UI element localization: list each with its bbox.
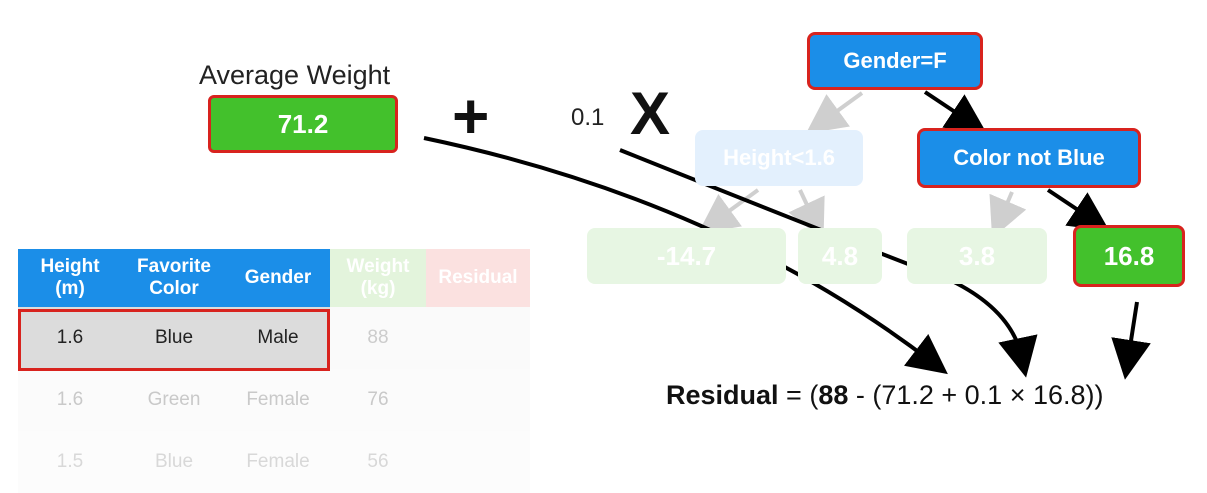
cell-weight: 56 bbox=[330, 431, 426, 493]
cell-height: 1.6 bbox=[18, 369, 122, 431]
tree-right-node: Color not Blue bbox=[917, 128, 1141, 188]
cell-height: 1.5 bbox=[18, 431, 122, 493]
learning-rate: 0.1 bbox=[571, 104, 605, 131]
formula-observed: 88 bbox=[818, 380, 849, 410]
arrow-layer bbox=[423, 90, 1151, 380]
cell-gender: Female bbox=[226, 369, 330, 431]
tree-left-node: Height<1.6 bbox=[695, 130, 863, 186]
plus-sign: + bbox=[452, 80, 490, 152]
table-row: 1.6 Green Female 76 bbox=[18, 369, 530, 431]
cell-weight: 76 bbox=[330, 369, 426, 431]
table-row: 1.6 Blue Male 88 bbox=[18, 307, 530, 369]
tree-leaf-2: 4.8 bbox=[798, 228, 882, 284]
edge-right-l3 bbox=[989, 191, 1027, 239]
cell-gender: Female bbox=[226, 431, 330, 493]
cell-residual bbox=[426, 369, 530, 431]
cell-residual bbox=[426, 307, 530, 369]
highlighted-row-outline bbox=[18, 309, 330, 371]
formula-eq: = ( bbox=[778, 380, 819, 410]
arrow-avg-to-formula bbox=[423, 136, 948, 375]
cell-color: Green bbox=[122, 369, 226, 431]
tree-leaf-3: 3.8 bbox=[907, 228, 1047, 284]
cell-residual bbox=[426, 431, 530, 493]
cell-weight: 88 bbox=[330, 307, 426, 369]
header-weight: Weight(kg) bbox=[330, 249, 426, 307]
edge-root-left bbox=[805, 91, 864, 134]
tree-leaf-4: 16.8 bbox=[1073, 225, 1185, 287]
header-residual: Residual bbox=[426, 249, 530, 307]
times-sign: X bbox=[630, 80, 671, 147]
edge-right-l4 bbox=[1046, 188, 1110, 232]
edge-left-l1 bbox=[697, 188, 760, 234]
table-row: 1.5 Blue Female 56 bbox=[18, 431, 530, 493]
tree-leaf-1: -14.7 bbox=[587, 228, 786, 284]
tree-root-node: Gender=F bbox=[807, 32, 983, 90]
formula-rest: - (71.2 + 0.1 × 16.8)) bbox=[848, 380, 1104, 410]
edge-left-l2 bbox=[788, 189, 825, 241]
cell-gender: Male bbox=[226, 307, 330, 369]
arrow-leaf-to-formula bbox=[1111, 301, 1151, 380]
residual-formula: Residual = (88 - (71.2 + 0.1 × 16.8)) bbox=[666, 380, 1104, 411]
cell-color: Blue bbox=[122, 431, 226, 493]
header-gender: Gender bbox=[226, 249, 330, 307]
cell-height: 1.6 bbox=[18, 307, 122, 369]
formula-label: Residual bbox=[666, 380, 779, 410]
average-weight-label: Average Weight bbox=[199, 60, 391, 90]
edge-root-right bbox=[923, 90, 987, 134]
average-weight-box: 71.2 bbox=[208, 95, 398, 153]
header-height: Height(m) bbox=[18, 249, 122, 307]
cell-color: Blue bbox=[122, 307, 226, 369]
